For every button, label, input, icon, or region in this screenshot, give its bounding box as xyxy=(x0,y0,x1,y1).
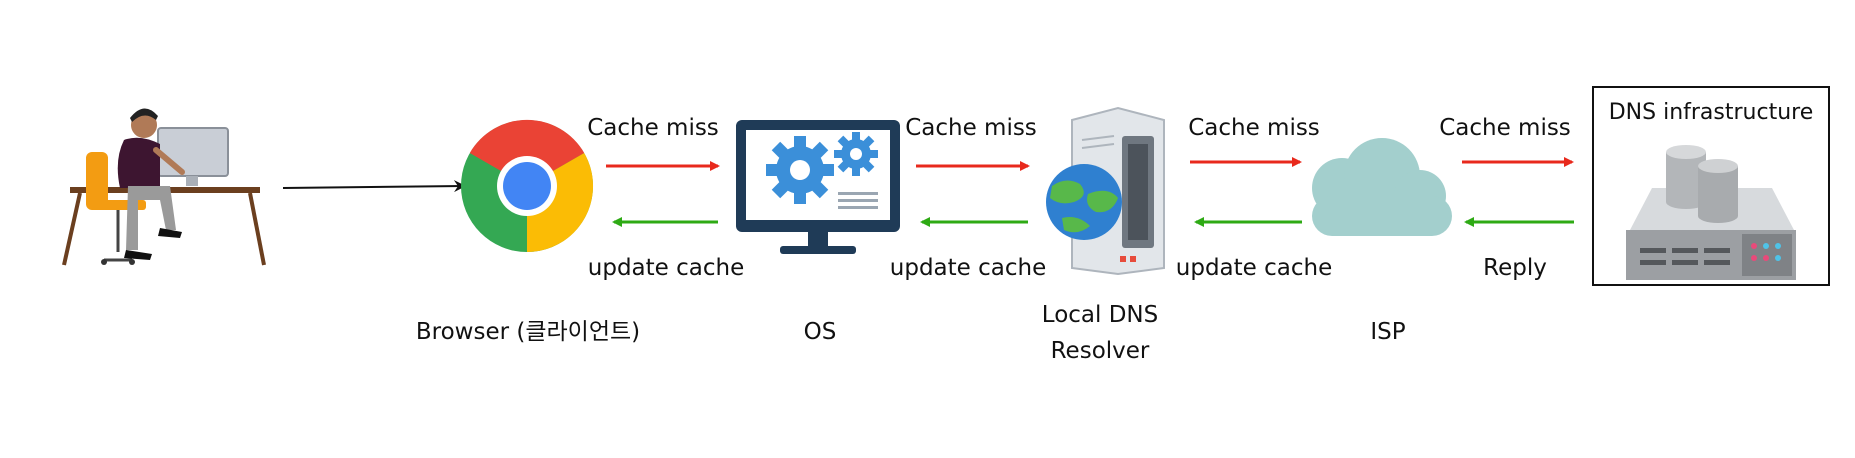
dns-infrastructure-server-icon xyxy=(1626,145,1796,280)
isp-label: ISP xyxy=(1370,319,1406,345)
user-to-browser-arrow xyxy=(282,180,466,193)
isp-infra-response-label: Reply xyxy=(1483,255,1547,281)
dns-resolver-server-icon xyxy=(1046,106,1165,276)
os-label: OS xyxy=(803,319,837,345)
isp-cloud-icon xyxy=(1312,138,1452,236)
resolver-isp-response-label: update cache xyxy=(1175,255,1333,281)
resolver-label: Local DNS Resolver xyxy=(1042,297,1158,369)
dns-infrastructure-box: DNS infrastructure xyxy=(1592,86,1830,286)
user-at-desk-icon xyxy=(62,108,266,266)
chrome-browser-icon xyxy=(461,119,594,253)
resolver-label-line1: Local DNS xyxy=(1041,302,1159,328)
isp-infra-request-label: Cache miss xyxy=(1439,115,1571,141)
browser-os-response-label: update cache xyxy=(587,255,745,281)
resolver-isp-request-label: Cache miss xyxy=(1188,115,1320,141)
dns-infrastructure-label: DNS infrastructure xyxy=(1608,100,1814,125)
browser-label: Browser (클라이언트) xyxy=(415,319,641,345)
os-resolver-request-label: Cache miss xyxy=(905,115,1037,141)
browser-os-request-label: Cache miss xyxy=(587,115,719,141)
os-resolver-response-label: update cache xyxy=(889,255,1047,281)
os-monitor-icon xyxy=(736,120,900,254)
resolver-label-line2: Resolver xyxy=(1050,338,1150,364)
